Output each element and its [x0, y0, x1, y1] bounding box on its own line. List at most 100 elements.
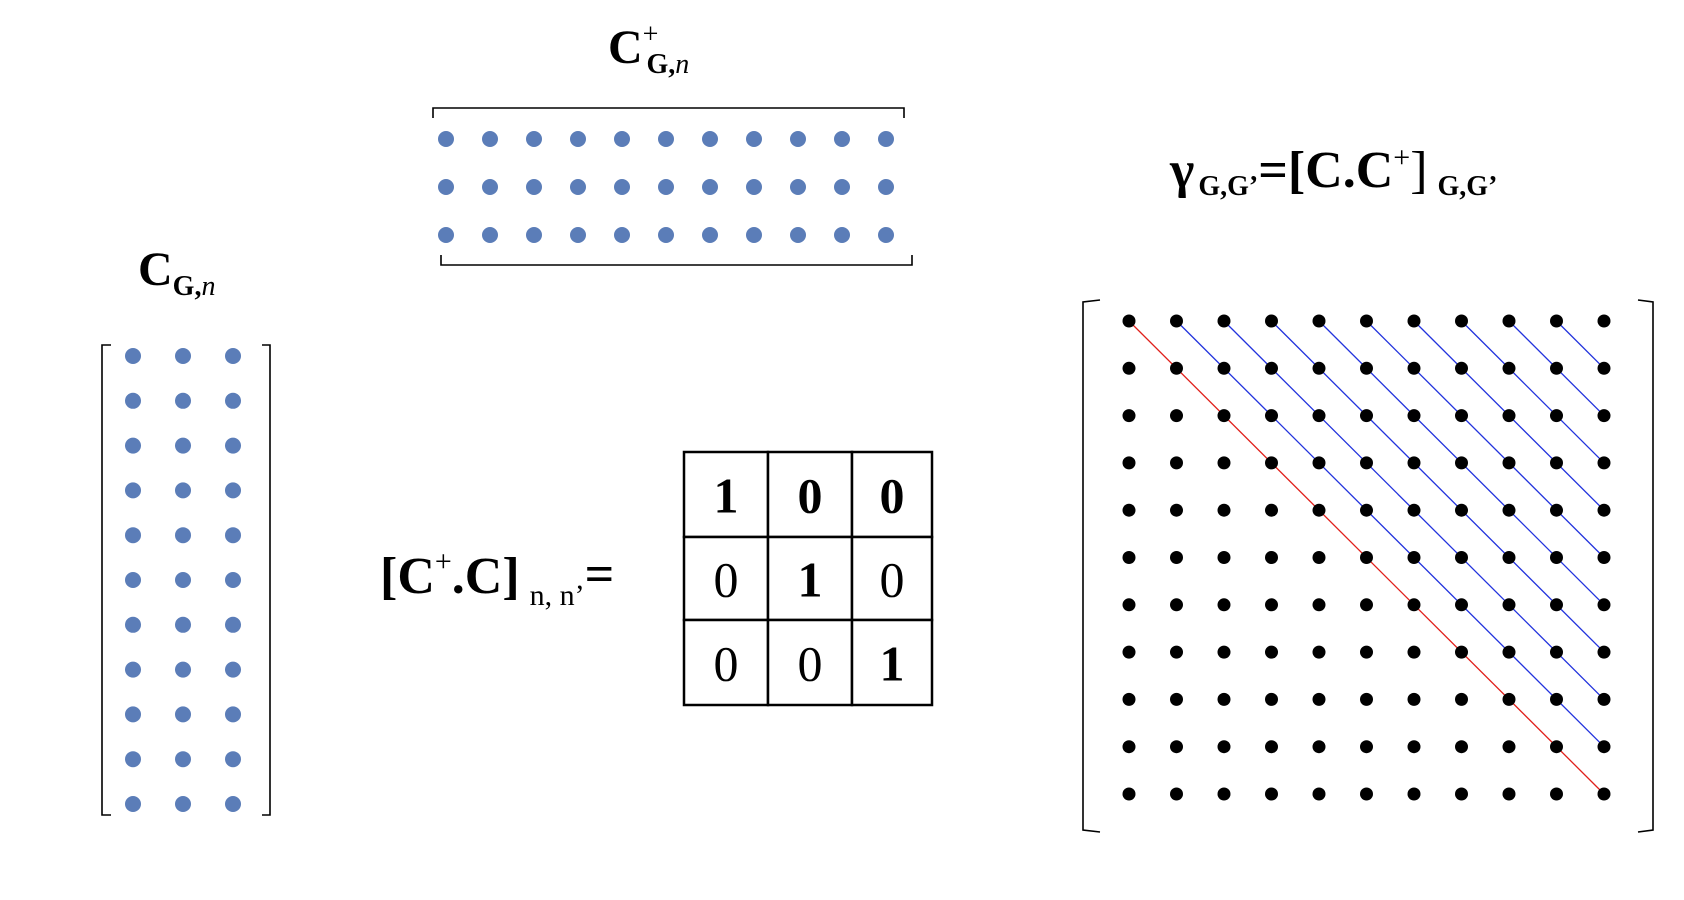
c-dot [225, 706, 241, 723]
gamma-dot [1360, 361, 1373, 375]
c-dot [125, 572, 141, 588]
c-plus-dot [702, 131, 718, 147]
gamma-dot [1597, 314, 1611, 328]
c-dot [125, 527, 141, 544]
c-dot [175, 706, 191, 723]
overlap-cell-value: 0 [798, 636, 823, 692]
gamma-dot [1550, 740, 1563, 754]
c-dot [225, 392, 241, 409]
gamma-dot [1407, 598, 1421, 612]
c-plus-bottom-bracket [440, 255, 913, 266]
overlap-cell [766, 618, 854, 707]
gamma-dot [1550, 456, 1563, 470]
c-dot [175, 751, 191, 768]
gamma-dot [1122, 314, 1136, 328]
gamma-dot [1312, 787, 1326, 801]
gamma-dot [1122, 551, 1136, 564]
overlap-cell [850, 618, 934, 707]
gamma-offdiagonal-line [1271, 320, 1605, 653]
c-plus-dot [746, 179, 762, 195]
c-dot [125, 437, 141, 454]
gamma-dot [1122, 456, 1136, 470]
overlap-cell [682, 450, 770, 539]
gamma-dot [1170, 598, 1183, 612]
c-plus-dot [570, 131, 586, 147]
gamma-dot [1312, 361, 1326, 375]
gamma-dot [1455, 409, 1468, 423]
gamma-dot [1170, 456, 1183, 470]
gamma-dot [1407, 314, 1421, 328]
c-plus-base: C [608, 21, 643, 74]
gamma-dot [1407, 456, 1421, 470]
c-plus-dot [878, 179, 894, 195]
gamma-dot [1407, 787, 1421, 801]
gamma-dot [1407, 645, 1421, 659]
gamma-dot [1360, 740, 1373, 754]
gamma-dot [1312, 740, 1326, 754]
gamma-dot [1122, 787, 1136, 801]
gamma-dot [1217, 551, 1231, 564]
overlap-cell-value: 0 [880, 552, 905, 608]
gamma-symbol: γ [1169, 142, 1194, 199]
c-plus-dot [526, 131, 542, 147]
gamma-dot [1170, 645, 1183, 659]
gamma-dot [1597, 456, 1611, 470]
gamma-left-bracket [1082, 299, 1101, 833]
gamma-dot [1217, 598, 1231, 612]
c-dot [175, 661, 191, 678]
gamma-dot [1502, 692, 1516, 706]
c-dot [125, 796, 141, 812]
gamma-dot [1502, 503, 1516, 517]
gamma-dot [1597, 692, 1611, 706]
c-plus-dot [526, 179, 542, 195]
gamma-dot [1265, 551, 1278, 564]
c-dot [175, 616, 191, 633]
gamma-dot [1455, 692, 1468, 706]
gamma-dot [1455, 503, 1468, 517]
gamma-dot [1455, 598, 1468, 612]
c-dot [125, 482, 141, 499]
gamma-dot [1217, 692, 1231, 706]
c-dot [175, 348, 191, 364]
c-dot [225, 661, 241, 678]
c-dot [125, 392, 141, 409]
c-plus-dot [658, 179, 674, 195]
gamma-dot [1217, 503, 1231, 517]
gamma-dot [1550, 787, 1563, 801]
gamma-dot [1597, 740, 1611, 754]
c-plus-dot [570, 179, 586, 195]
c-dot [125, 706, 141, 723]
c-plus-dot [878, 227, 894, 243]
gamma-dot [1550, 314, 1563, 328]
gamma-dot [1550, 361, 1563, 375]
overlap-mid: .C] [452, 548, 520, 605]
c-dot [175, 392, 191, 409]
overlap-cell [766, 450, 854, 539]
c-plus-dot [438, 179, 454, 195]
gamma-dot [1550, 503, 1563, 517]
c-plus-dot [614, 227, 630, 243]
c-subscript-g: G, [173, 271, 202, 302]
overlap-cell-value: 1 [798, 552, 823, 608]
c-dot [125, 661, 141, 678]
gamma-dot [1312, 598, 1326, 612]
gamma-dot [1407, 740, 1421, 754]
gamma-dot [1502, 598, 1516, 612]
gamma-dot [1265, 503, 1278, 517]
c-dot [225, 572, 241, 588]
c-dot [225, 796, 241, 812]
gamma-dot [1265, 314, 1278, 328]
gamma-dot [1455, 645, 1468, 659]
gamma-right-bracket [1637, 299, 1654, 833]
gamma-dot [1170, 551, 1183, 564]
gamma-dot [1360, 551, 1373, 564]
c-plus-dot [482, 131, 498, 147]
gamma-dot [1455, 740, 1468, 754]
gamma-dot [1502, 314, 1516, 328]
gamma-dot [1122, 409, 1136, 423]
c-plus-dot [702, 227, 718, 243]
gamma-dot [1265, 409, 1278, 423]
gamma-dot [1122, 740, 1136, 754]
